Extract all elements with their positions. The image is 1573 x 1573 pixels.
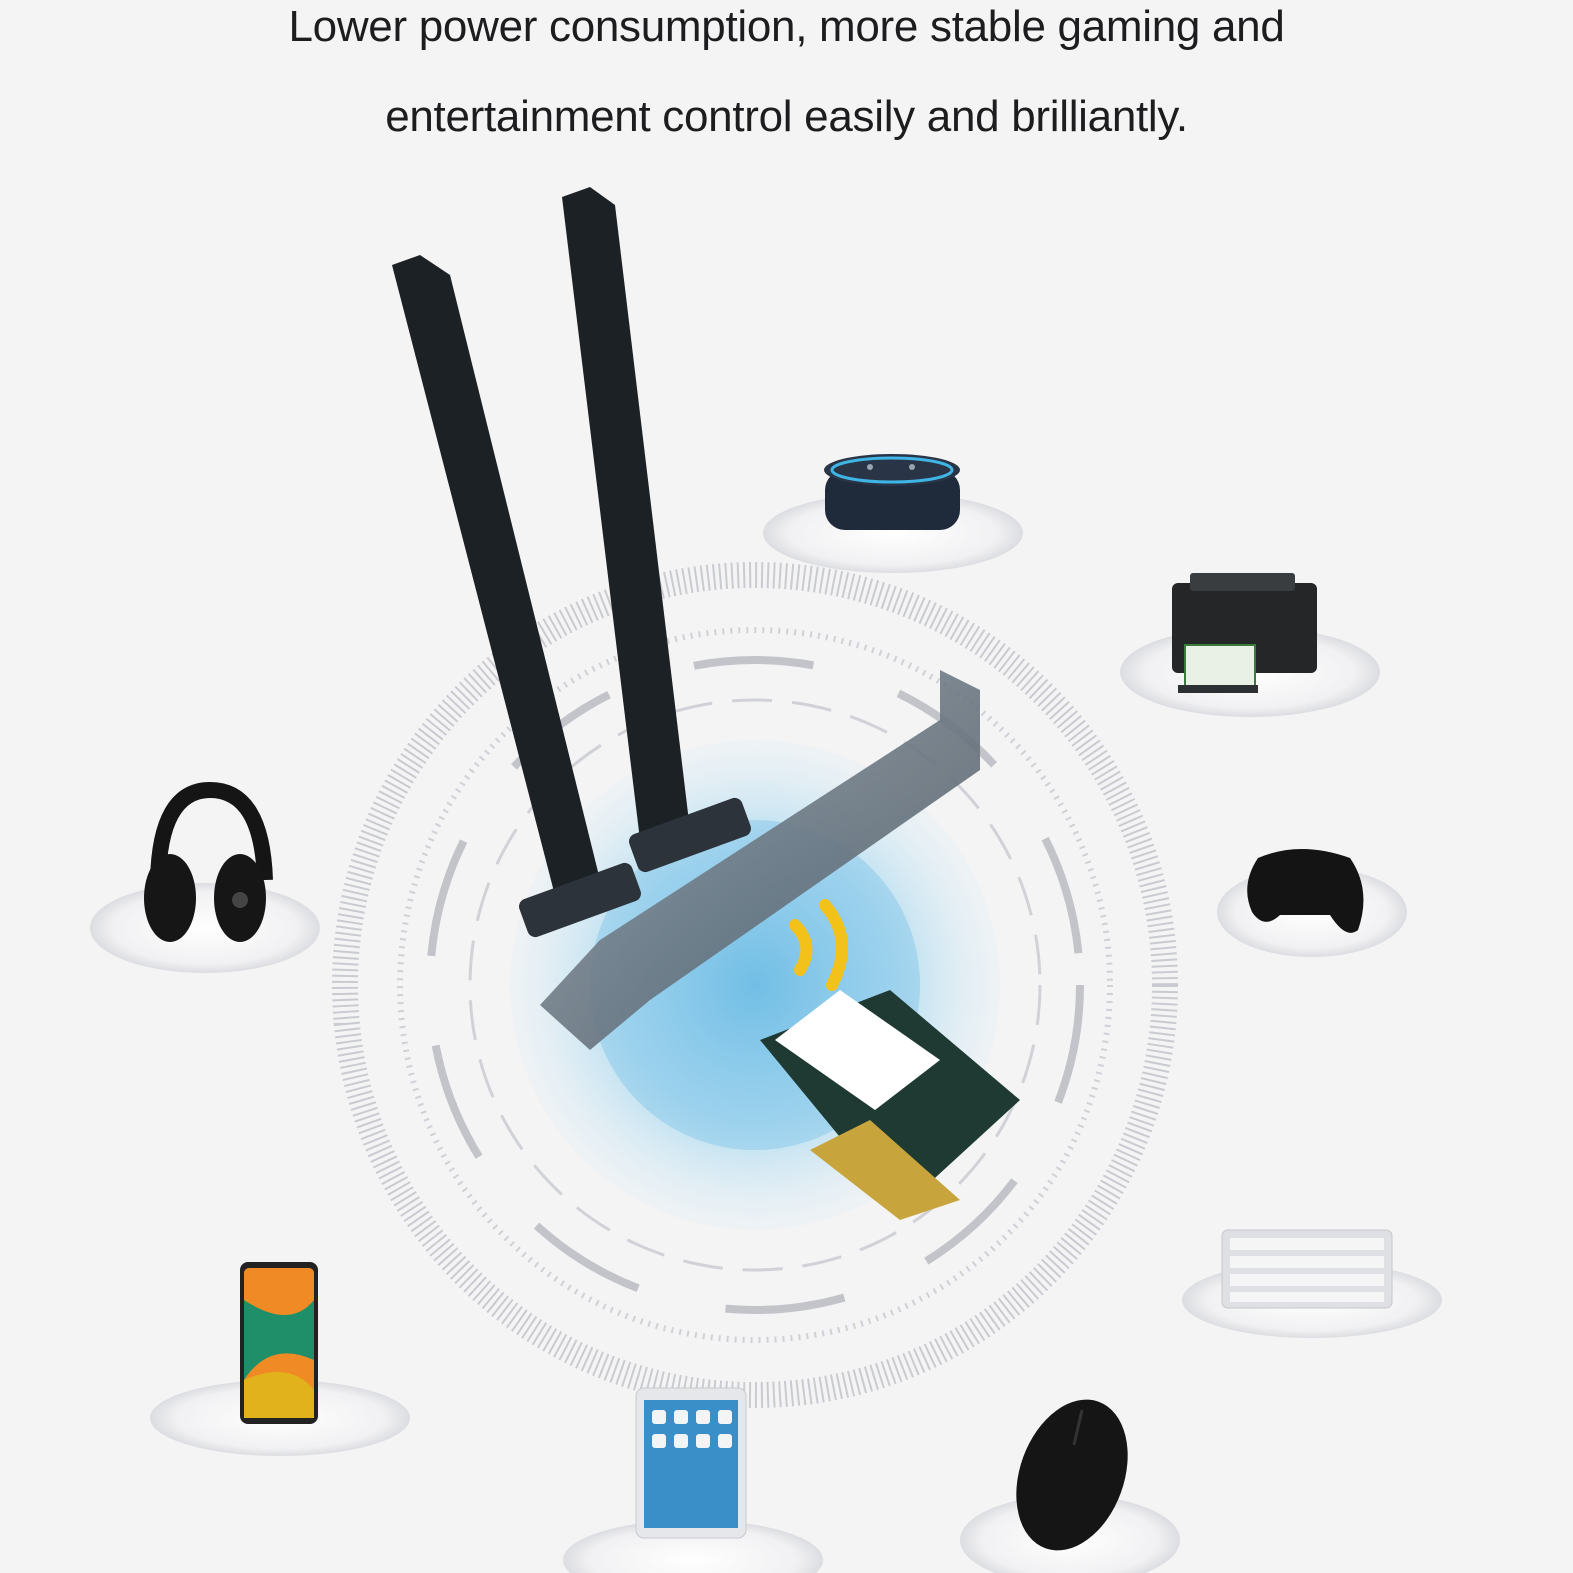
tablet-icon — [635, 1387, 747, 1539]
gamepad-icon — [1247, 849, 1364, 933]
pcie-wifi-card — [392, 187, 1020, 1220]
smartphone-icon — [240, 1262, 318, 1424]
printer-icon — [1172, 573, 1317, 693]
headphones-icon — [144, 781, 273, 942]
smart-speaker-icon — [824, 454, 960, 530]
keyboard-icon — [1221, 1229, 1393, 1309]
mouse-icon — [1016, 1399, 1128, 1551]
headline-line-2: entertainment control easily and brillia… — [385, 92, 1188, 141]
headline-line-1: Lower power consumption, more stable gam… — [288, 2, 1285, 51]
signal-rings — [332, 562, 1178, 1408]
